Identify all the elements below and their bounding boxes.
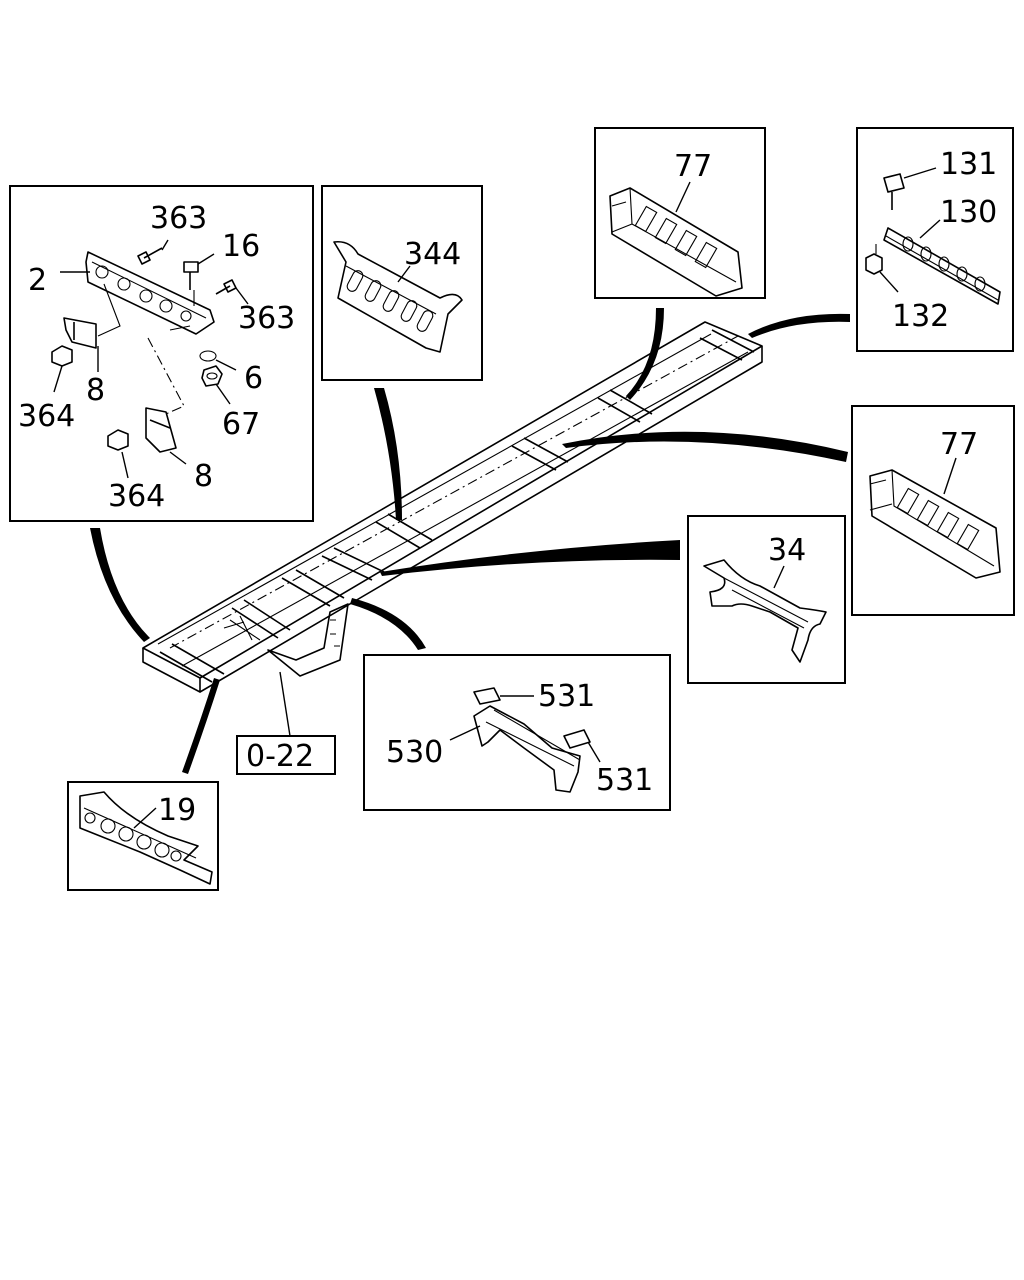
part-132-label: 132 (892, 299, 949, 334)
detail-box-crossmember-130: 131 130 132 (856, 127, 1014, 352)
part-131-label: 131 (940, 147, 997, 182)
part-363-right-label: 363 (238, 301, 295, 336)
detail-box-crossmember-344: 344 (321, 185, 483, 381)
part-531-top-label: 531 (538, 679, 595, 714)
detail-box-crossmember-530: 531 530 531 (363, 654, 671, 811)
callout-leaders (90, 308, 850, 774)
main-chassis-frame (142, 321, 763, 693)
reference-label: 0-22 (246, 739, 314, 774)
part-364-left-label: 364 (18, 399, 75, 434)
part-67-label: 67 (222, 407, 260, 442)
detail-box-crossmember-77-right: 77 (851, 405, 1015, 616)
detail-box-crossmember-2: 363 16 2 363 8 364 6 67 8 364 (9, 185, 314, 522)
part-77-top-label: 77 (674, 149, 712, 184)
part-8-upper-label: 8 (86, 373, 105, 408)
part-34-label: 34 (768, 533, 806, 568)
detail-box-crossmember-34: 34 (687, 515, 846, 684)
part-77-right-label: 77 (940, 427, 978, 462)
part-364-bottom-label: 364 (108, 479, 165, 514)
part-531-bottom-label: 531 (596, 763, 653, 798)
part-363-top-label: 363 (150, 201, 207, 236)
part-6-label: 6 (244, 361, 263, 396)
part-530-label: 530 (386, 735, 443, 770)
detail-box-crossmember-19: 19 (67, 781, 219, 891)
part-19-label: 19 (158, 793, 196, 828)
detail-box-crossmember-77-top: 77 (594, 127, 766, 299)
part-8-lower-label: 8 (194, 459, 213, 494)
part-2-label: 2 (28, 263, 47, 298)
part-344-label: 344 (404, 237, 461, 272)
reference-0-22: 0-22 (236, 735, 336, 775)
part-16-label: 16 (222, 229, 260, 264)
part-130-label: 130 (940, 195, 997, 230)
